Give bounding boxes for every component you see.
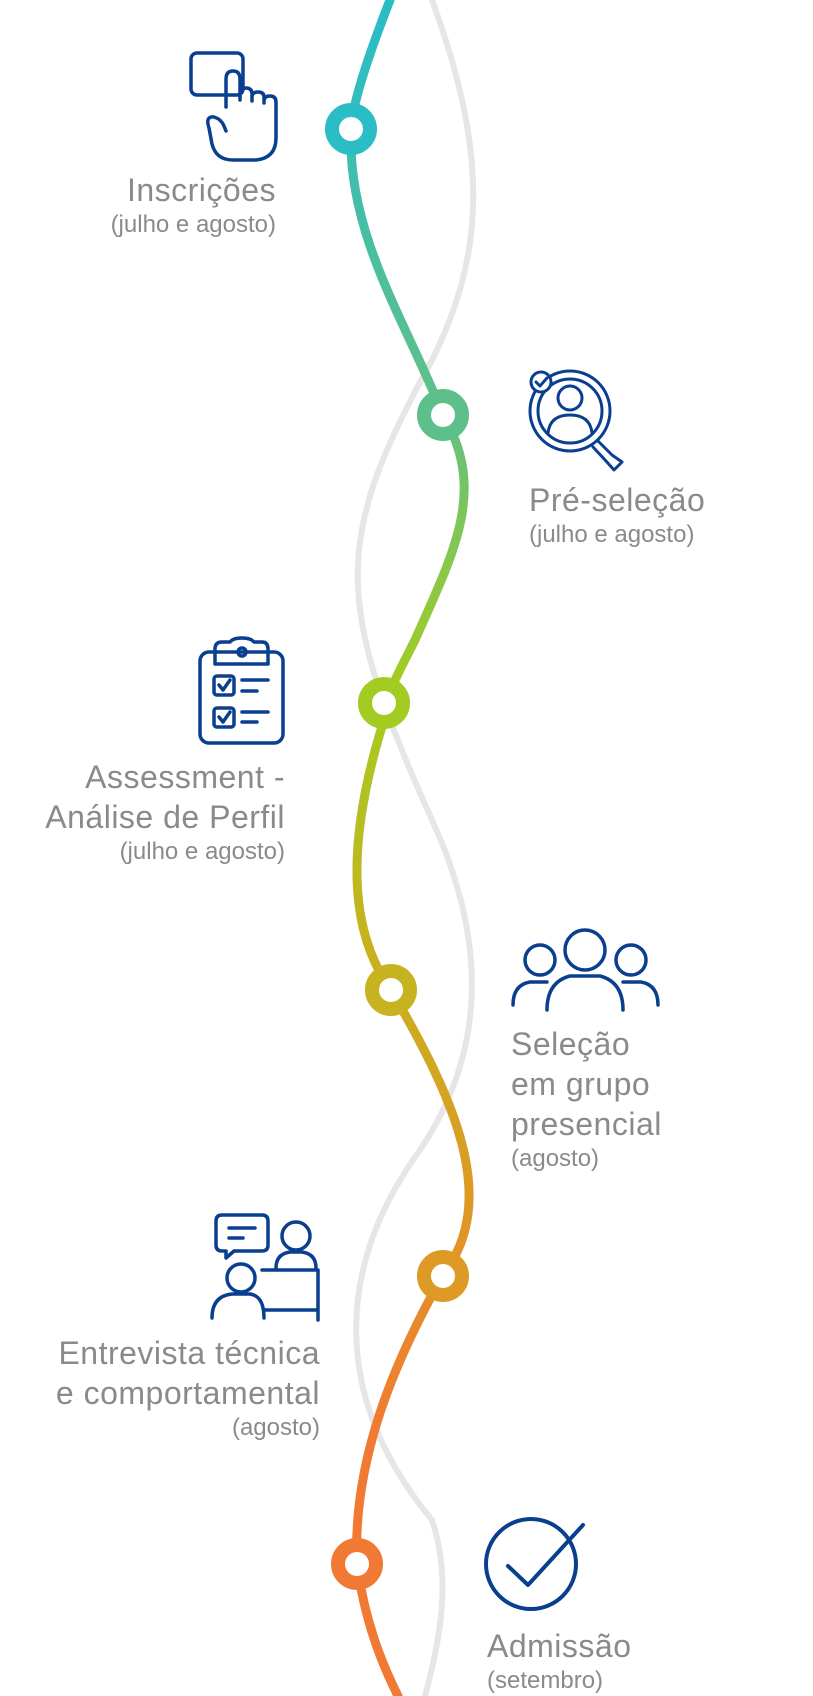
step-title: Inscrições: [126, 172, 276, 208]
step-date: (julho e agosto): [119, 838, 285, 865]
step-selecao-grupo: Seleção em grupo presencial (agosto): [511, 1024, 662, 1174]
touch-screen-icon: [189, 51, 278, 162]
step-date: (setembro): [487, 1667, 604, 1694]
step-admissao: Admissão (setembro): [487, 1626, 632, 1696]
milestone-node-2: [417, 389, 469, 441]
step-date: (agosto): [511, 1145, 600, 1172]
step-title: Análise de Perfil: [45, 799, 285, 835]
step-title: Entrevista técnica: [58, 1335, 320, 1371]
milestone-node-1: [325, 103, 377, 155]
step-title: Admissão: [487, 1628, 632, 1664]
step-title: Pré-seleção: [529, 482, 706, 518]
milestone-node-3: [358, 677, 410, 729]
step-inscricoes: Inscrições (julho e agosto): [111, 170, 276, 240]
step-title: Seleção: [511, 1026, 631, 1062]
step-title: em grupo: [511, 1066, 651, 1102]
candidate-search-icon: [528, 369, 624, 472]
step-pre-selecao: Pré-seleção (julho e agosto): [529, 480, 705, 550]
milestone-node-5: [417, 1250, 469, 1302]
step-date: (julho e agosto): [529, 521, 695, 548]
clipboard-checklist-icon: [198, 636, 285, 745]
step-title: Assessment -: [85, 759, 285, 795]
step-title: e comportamental: [55, 1375, 320, 1411]
step-date: (julho e agosto): [110, 211, 276, 238]
step-entrevista: Entrevista técnica e comportamental (ago…: [56, 1333, 320, 1443]
milestone-node-4: [365, 964, 417, 1016]
main-timeline-line: [346, 0, 474, 1696]
group-people-icon: [511, 928, 660, 1012]
background-wave-line: [353, 0, 477, 1696]
interview-icon: [210, 1213, 320, 1322]
step-title: presencial: [511, 1106, 662, 1142]
step-date: (agosto): [231, 1414, 320, 1441]
milestone-node-6: [331, 1538, 383, 1590]
check-circle-icon: [484, 1517, 585, 1611]
step-assessment: Assessment - Análise de Perfil (julho e …: [45, 757, 285, 867]
